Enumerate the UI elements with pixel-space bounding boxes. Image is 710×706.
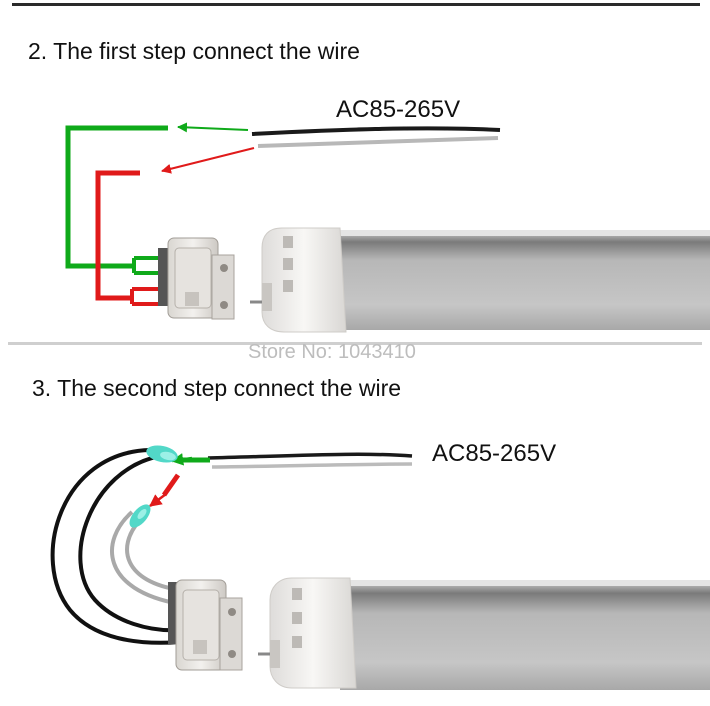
connector-tape-live bbox=[129, 504, 151, 528]
lamp-holder-top bbox=[158, 237, 235, 320]
neutral-arrow-top bbox=[177, 122, 249, 133]
store-watermark: Store No: 1043410 bbox=[248, 341, 416, 363]
section-divider bbox=[8, 342, 702, 345]
step-two-voltage-label: AC85-265V bbox=[336, 96, 461, 123]
black-wire-outer bbox=[50, 448, 181, 645]
live-arrow-bottom bbox=[149, 493, 167, 507]
led-tube-bottom bbox=[258, 577, 710, 690]
step-three-title: 3. The second step connect the wire bbox=[32, 375, 402, 401]
step-three-voltage-label: AC85-265V bbox=[432, 440, 557, 467]
step-two-title: 2. The first step connect the wire bbox=[28, 38, 360, 64]
grey-wire-inner bbox=[125, 518, 181, 592]
live-wire-top bbox=[95, 170, 140, 301]
input-cable-bottom bbox=[207, 452, 413, 469]
neutral-wire-top bbox=[65, 125, 168, 269]
grey-wire-outer bbox=[110, 510, 181, 606]
input-cable-top bbox=[251, 126, 501, 148]
live-arrow-top bbox=[161, 147, 255, 174]
lamp-holder-bottom bbox=[168, 579, 243, 671]
led-tube-top bbox=[250, 227, 710, 333]
live-lead-bottom bbox=[161, 473, 181, 497]
connector-tape-neutral bbox=[146, 445, 178, 463]
black-wire-inner bbox=[78, 454, 181, 633]
top-divider bbox=[12, 3, 700, 6]
neutral-arrow-bottom bbox=[170, 453, 193, 466]
